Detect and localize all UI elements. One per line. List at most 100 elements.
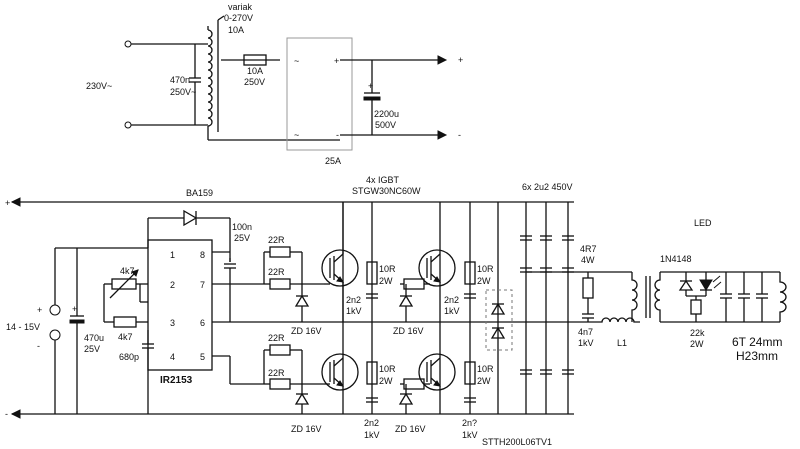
led-res-value: 22k: [690, 328, 705, 338]
ic-pin-7: 7: [200, 280, 205, 290]
pot-value: 4k7: [120, 266, 135, 276]
ic-pin-2: 2: [170, 280, 175, 290]
gate-res-5: [269, 378, 291, 390]
snub-res-2-power: 2W: [477, 276, 491, 286]
snub-cap-1-label: 2n2: [346, 295, 361, 305]
mains-terminal-bottom: [124, 121, 132, 129]
res-value: 4k7: [118, 332, 133, 342]
snub-cap-4-volt: 1kV: [462, 430, 478, 440]
supply-section: 230V~ 470n 250V~ variak 0-270V 10A 10A 2…: [86, 2, 463, 166]
input-terminal-minus: [49, 329, 61, 341]
cap-bank-label: 6x 2u2 450V: [522, 182, 573, 192]
ic-label: IR2153: [160, 375, 193, 386]
variac-range: 0-270V: [224, 13, 253, 23]
bridge-ac-a: ~: [294, 56, 299, 66]
bridge-minus: -: [336, 130, 339, 140]
boot-cap-value: 100n: [232, 222, 252, 232]
variac-current: 10A: [228, 25, 244, 35]
transformer-secondary: [654, 272, 661, 322]
hbridge-section: 4x IGBT STGW30NC60W 6x 2u2 450V 22R 22R …: [263, 175, 574, 447]
diode-pack-label: STTH200L06TV1: [482, 437, 552, 447]
coil-turns: 6T 24mm: [732, 335, 782, 349]
variac-label: variak: [228, 2, 253, 12]
snub-cap-3-volt: 1kV: [364, 430, 380, 440]
igbt-4: [418, 353, 456, 391]
snub-cap-2-volt: 1kV: [444, 306, 460, 316]
output-cap-voltage: 1kV: [578, 338, 594, 348]
ic-pin-5: 5: [200, 352, 205, 362]
bridge-plus: +: [334, 56, 339, 66]
mains-terminal-top: [124, 40, 132, 48]
timing-cap: 680p: [119, 352, 139, 362]
output-cap-value: 4n7: [578, 327, 593, 337]
elcap-voltage: 500V: [375, 120, 396, 130]
output-diode-label: 1N4148: [660, 254, 692, 264]
snub-res-2: [464, 261, 476, 285]
power-rails: + - BA159: [5, 188, 574, 419]
snub-res-1-label: 10R: [379, 264, 396, 274]
resistor-4k7: [113, 316, 137, 328]
led-res-power: 2W: [690, 339, 704, 349]
diode-1n4148: [678, 279, 694, 291]
snub-res-4-power: 2W: [477, 376, 491, 386]
ic-pin-1: 1: [170, 250, 175, 260]
diode-label-ba159: BA159: [186, 188, 213, 198]
supply-plus: +: [458, 55, 463, 65]
zener-4: [398, 392, 414, 405]
zener-2-label: ZD 16V: [393, 326, 424, 336]
capacitor-bank: [520, 202, 574, 414]
bridge-rating: 25A: [325, 156, 341, 166]
input-terminal-plus: [49, 304, 61, 316]
snub-cap-2-label: 2n2: [444, 295, 459, 305]
led-label: LED: [694, 218, 712, 228]
zener-3: [294, 392, 310, 405]
fuse-value: 10A: [247, 66, 263, 76]
input-plus-sign: +: [37, 305, 42, 315]
gate-res-4-label: 22R: [268, 333, 285, 343]
igbt-type: STGW30NC60W: [352, 186, 421, 196]
minus-rail-label: -: [5, 409, 8, 419]
snub-res-4: [464, 361, 476, 385]
gate-res-4: [269, 344, 291, 356]
fuse-voltage: 250V: [244, 77, 265, 87]
snub-res-3-power: 2W: [379, 376, 393, 386]
snub-res-3-label: 10R: [379, 364, 396, 374]
snub-res-2-label: 10R: [477, 264, 494, 274]
minus-arrow: [437, 130, 448, 140]
boot-cap-voltage: 25V: [234, 233, 250, 243]
gate-res-5-label: 22R: [268, 368, 285, 378]
igbt-2: [418, 249, 456, 287]
ic-ir2153: [147, 239, 213, 371]
zener-2: [398, 294, 414, 307]
gate-res-1: [269, 246, 291, 258]
work-coil: [779, 272, 787, 322]
igbt-count: 4x IGBT: [366, 175, 400, 185]
fuse: [243, 54, 267, 66]
snub-cap-3-label: 2n2: [364, 418, 379, 428]
gate-res-2: [269, 278, 291, 290]
zener-3-label: ZD 16V: [291, 424, 322, 434]
inductor-l1: [590, 317, 640, 323]
igbt-1: [321, 249, 359, 287]
snub-res-4-label: 10R: [477, 364, 494, 374]
igbt-3: [321, 353, 359, 391]
driver-elcap-plus: +: [72, 304, 77, 314]
output-section: 4R7 4W 4n7 1kV L1 1N4148 LED 22k 2W: [526, 218, 787, 363]
supply-cap-voltage: 250V~: [170, 87, 196, 97]
led: [699, 279, 713, 291]
bootstrap-diode: [183, 209, 198, 227]
coil-height: H23mm: [736, 349, 778, 363]
driver-elcap-voltage: 25V: [84, 344, 100, 354]
snub-res-1: [366, 261, 378, 285]
transformer-primary: [631, 272, 638, 322]
gate-res-1-label: 22R: [268, 235, 285, 245]
ic-pin-3: 3: [170, 318, 175, 328]
snub-res-3: [366, 361, 378, 385]
elcap-plus: +: [368, 81, 373, 91]
diode-pack: [485, 289, 513, 351]
led-resistor: [690, 299, 702, 315]
bridge-rectifier: [286, 37, 353, 151]
driver-section: + - 14 - 15V + 470u 25V 100n 25V 1 2 3 4…: [6, 209, 590, 414]
